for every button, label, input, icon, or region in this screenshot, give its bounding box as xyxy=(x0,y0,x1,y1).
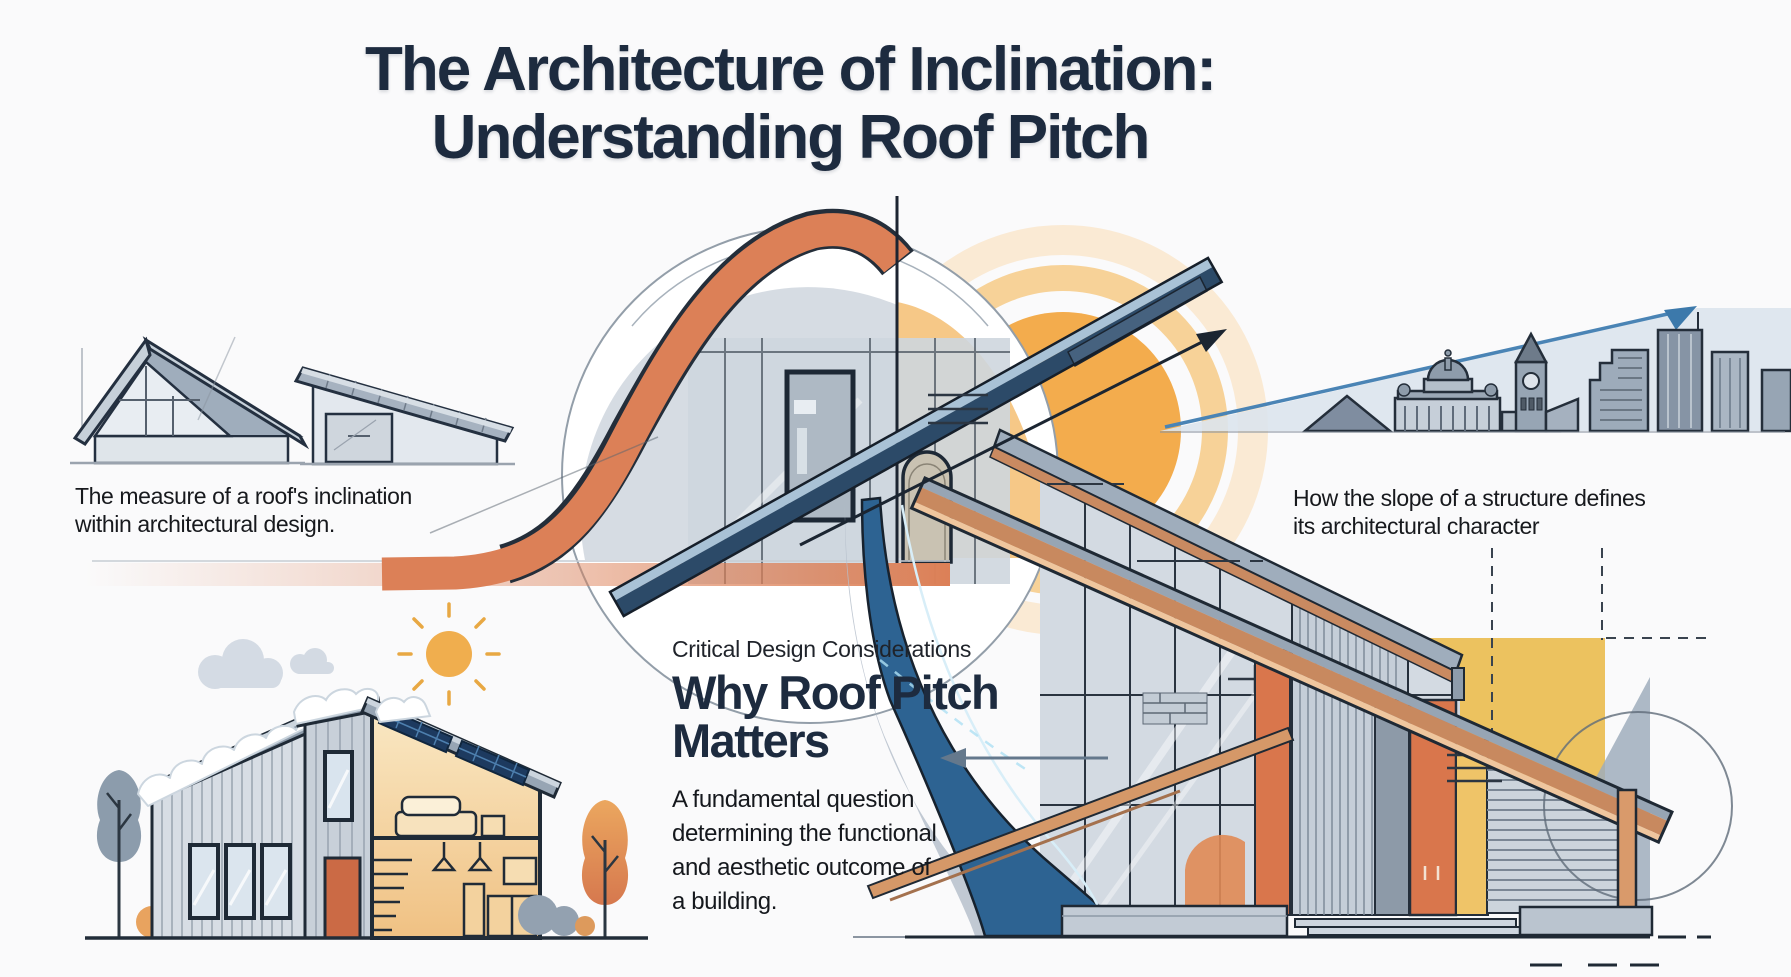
snow-on-ridge xyxy=(374,696,432,724)
tree-icon-left xyxy=(96,770,142,938)
snow-on-roof xyxy=(137,713,311,807)
steep-gable-house xyxy=(70,336,310,465)
pitch-comparison-houses-illustration xyxy=(70,336,515,466)
eco-house-illustration xyxy=(85,602,648,940)
sketch-line xyxy=(429,436,659,534)
house-cutaway-section xyxy=(360,696,562,940)
cloud-icon-small xyxy=(290,648,334,674)
why-heading: Why Roof Pitch Matters xyxy=(672,666,1000,767)
pitch-definition-caption: The measure of a roof's inclination with… xyxy=(75,483,412,537)
bush-gray-right xyxy=(518,895,595,936)
why-roof-pitch-block: Critical Design Considerations Why Roof … xyxy=(672,636,1002,919)
tree-icon-right xyxy=(581,800,629,938)
low-slope-shed-house xyxy=(293,366,515,466)
skyline-buildings xyxy=(1301,312,1791,433)
copper-roof-main xyxy=(909,476,1674,845)
sun-icon xyxy=(397,602,501,706)
up-right-arrow-icon xyxy=(1164,306,1697,429)
title-line-1: The Architecture of Inclination: xyxy=(365,35,1217,104)
house-left-wing xyxy=(137,713,315,940)
why-body-text: A fundamental question determining the f… xyxy=(672,786,937,915)
page-title: The Architecture of Inclination: Underst… xyxy=(140,36,1440,172)
copper-roof-upper xyxy=(989,428,1465,701)
orange-pitch-curve xyxy=(381,208,914,591)
stairs xyxy=(374,858,412,932)
dimension-marks xyxy=(928,393,1263,562)
copper-strut xyxy=(866,726,1295,902)
up-right-arrow-icon xyxy=(799,329,1227,547)
pendant-lamp xyxy=(431,842,493,872)
cloud-icon xyxy=(198,639,283,689)
sketch-circle xyxy=(1543,711,1733,901)
front-door xyxy=(323,856,362,940)
window xyxy=(188,843,292,920)
snow-on-tower xyxy=(292,688,379,726)
city-skyline-illustration xyxy=(1160,306,1791,433)
why-eyebrow: Critical Design Considerations xyxy=(672,636,972,662)
ground-lines xyxy=(853,935,1711,967)
blue-beam-roof xyxy=(608,256,1224,618)
architectural-character-caption: How the slope of a structure defines its… xyxy=(1293,485,1646,539)
copper-post xyxy=(1616,788,1638,917)
left-arrow-icon xyxy=(940,748,1108,768)
building-base xyxy=(1060,904,1654,938)
bed xyxy=(394,795,478,838)
title-line-2: Understanding Roof Pitch xyxy=(431,103,1151,172)
